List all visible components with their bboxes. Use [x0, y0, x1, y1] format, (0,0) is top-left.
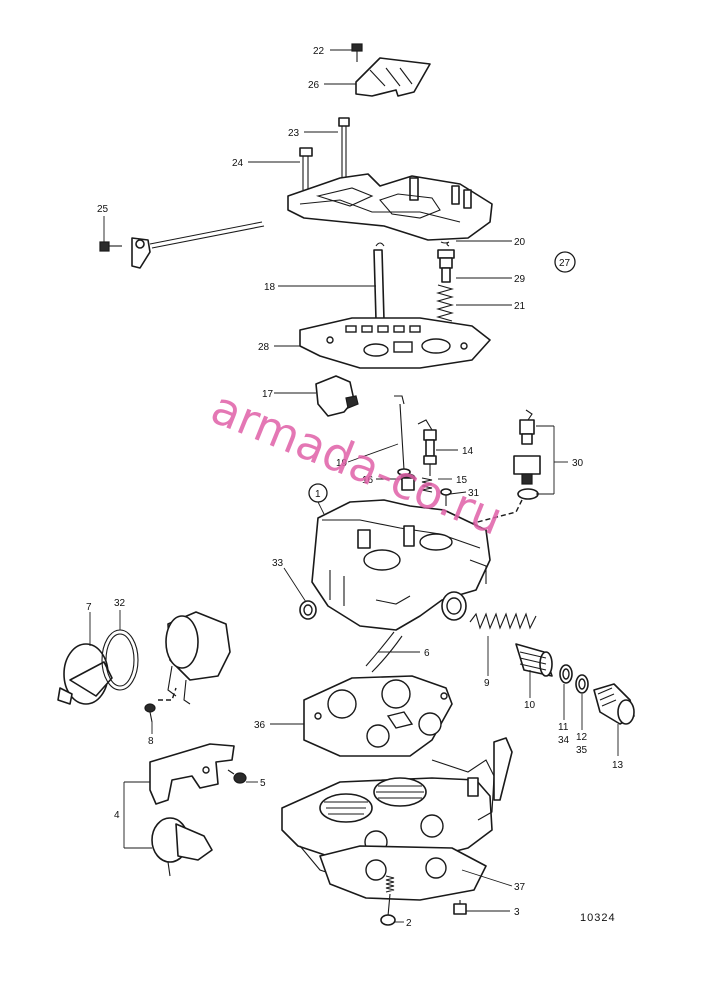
label-12: 12 [576, 732, 588, 743]
gasket-37 [319, 845, 487, 901]
hose-6 [365, 631, 403, 673]
label-16: 16 [362, 475, 374, 486]
label-21: 21 [514, 301, 526, 312]
label-6: 6 [424, 648, 430, 659]
label-13: 13 [612, 760, 624, 771]
spring-9 [469, 612, 537, 630]
filter-10 [515, 643, 553, 677]
carburetor-body [311, 499, 491, 631]
fitting-13 [593, 683, 635, 725]
clip-26 [355, 57, 431, 97]
screw-2 [380, 875, 396, 926]
label-25: 25 [97, 204, 109, 215]
label-35: 35 [576, 745, 588, 756]
label-3: 3 [514, 907, 520, 918]
gasket-36 [303, 675, 453, 757]
label-34: 34 [558, 735, 570, 746]
callout-circle-1 [308, 483, 328, 503]
label-10: 10 [524, 700, 536, 711]
diaphragm-4 [151, 817, 213, 877]
label-19: 19 [336, 458, 348, 469]
label-31: 31 [468, 488, 480, 499]
screw-24 [299, 147, 313, 190]
label-4: 4 [114, 810, 120, 821]
screw-23 [338, 117, 350, 184]
label-18: 18 [264, 282, 276, 293]
label-7: 7 [86, 602, 92, 613]
callout-circle-27 [554, 251, 576, 273]
gasket-28 [299, 317, 491, 369]
spring-20 [440, 241, 450, 247]
ring-32 [101, 629, 139, 691]
ring-33 [299, 600, 317, 620]
valve-assembly-30 [513, 409, 541, 500]
label-15: 15 [456, 475, 468, 486]
figure-code: 10324 [580, 912, 616, 924]
spring-21 [435, 284, 455, 322]
label-11: 11 [558, 722, 569, 733]
screw-5 [227, 769, 247, 784]
carburetor-cover [287, 173, 493, 241]
washer-12 [575, 674, 589, 694]
diaphragm-cover-7 [57, 643, 113, 705]
label-1: 1 [315, 489, 321, 500]
jet-16 [400, 473, 416, 491]
label-26: 26 [308, 80, 320, 91]
label-24: 24 [232, 158, 244, 169]
throttle-body [281, 737, 513, 883]
label-29: 29 [514, 274, 526, 285]
label-30: 30 [572, 458, 584, 469]
diaphragm-housing [165, 611, 231, 705]
screw-31 [440, 488, 452, 506]
dashed-line-8 [158, 687, 177, 701]
label-14: 14 [462, 446, 474, 457]
label-8: 8 [148, 736, 154, 747]
washer-11 [559, 664, 573, 684]
leader-lines [89, 49, 619, 923]
bracket-4 [149, 743, 235, 805]
label-33: 33 [272, 558, 284, 569]
label-37: 37 [514, 882, 526, 893]
label-17: 17 [262, 389, 274, 400]
spring-15 [421, 477, 433, 493]
screw-3 [453, 900, 467, 915]
label-22: 22 [313, 46, 325, 57]
label-20: 20 [514, 237, 526, 248]
label-2: 2 [406, 918, 412, 929]
shaft-25 [131, 221, 265, 269]
jet-14 [417, 419, 437, 476]
label-32: 32 [114, 598, 126, 609]
label-5: 5 [260, 778, 266, 789]
screw-8 [144, 703, 156, 723]
label-23: 23 [288, 128, 300, 139]
valve-29 [437, 249, 455, 283]
label-27: 27 [559, 258, 571, 269]
label-36: 36 [254, 720, 266, 731]
solenoid-17 [315, 375, 359, 417]
screw-25 [99, 241, 122, 252]
bolt-22 [351, 43, 363, 62]
label-28: 28 [258, 342, 270, 353]
label-9: 9 [484, 678, 490, 689]
